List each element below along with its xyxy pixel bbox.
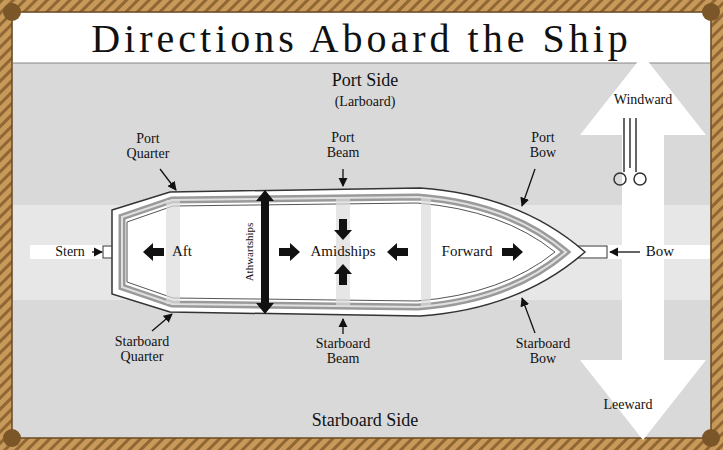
corner-ornament	[702, 429, 720, 447]
side-alias: (Larboard)	[335, 95, 396, 110]
position-name: Port Quarter	[117, 132, 179, 161]
part-name: Bow	[646, 244, 674, 260]
diagram-title: Directions Aboard the Ship	[91, 15, 632, 62]
wind-direction: Leeward	[604, 398, 653, 413]
side-name: Port Side	[332, 71, 399, 90]
position-name: Starboard Bow	[506, 337, 580, 366]
leader-lines	[92, 169, 640, 334]
direction-name: Forward	[442, 244, 493, 260]
side-name: Starboard Side	[312, 411, 418, 430]
position-name: Starboard Quarter	[105, 335, 179, 364]
title-bar	[13, 13, 710, 63]
pennant-symbol	[614, 118, 646, 185]
wind-direction: Windward	[614, 93, 673, 108]
direction-name: Amidships	[310, 244, 375, 260]
direction-name: Athwartships	[244, 223, 256, 282]
direction-arrows	[143, 190, 523, 314]
position-name: Starboard Beam	[306, 337, 380, 366]
hull-outline	[112, 188, 585, 316]
position-name: Port Bow	[518, 131, 568, 160]
deck-planking	[122, 197, 566, 307]
corner-ornament	[702, 3, 720, 21]
part-name: Stern	[55, 245, 85, 260]
deck-planking	[122, 197, 566, 307]
direction-name: Aft	[172, 244, 192, 260]
corner-ornament	[3, 3, 21, 21]
deck-beams	[166, 197, 431, 307]
position-name: Port Beam	[318, 131, 368, 160]
corner-ornament	[3, 429, 21, 447]
